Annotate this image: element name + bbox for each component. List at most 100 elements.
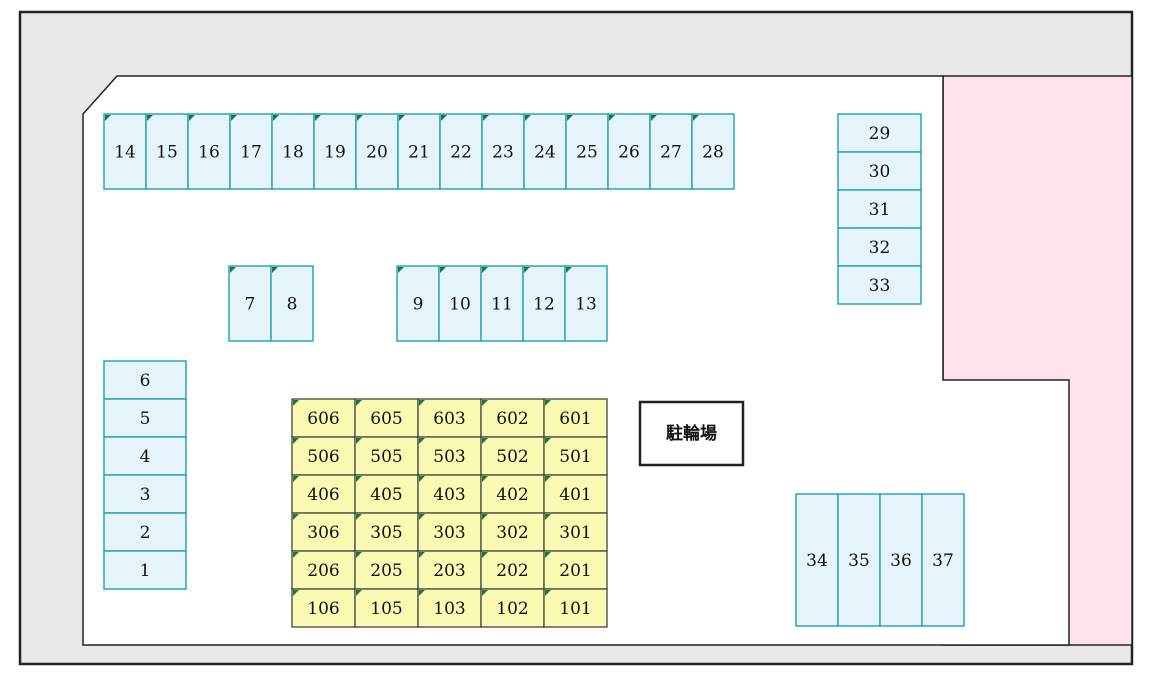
parking-space-box [438, 265, 482, 342]
bicycle-space: 503 [417, 436, 482, 476]
bicycle-space-box [291, 512, 356, 552]
bicycle-space-box [543, 474, 608, 514]
bicycle-space-number: 206 [307, 561, 339, 581]
bicycle-space-number: 405 [370, 485, 402, 505]
corner-marker [293, 400, 299, 406]
parking-space-box [565, 113, 609, 190]
bicycle-space: 201 [543, 550, 608, 590]
corner-marker [693, 115, 699, 121]
parking-space: 3 [103, 474, 187, 514]
corner-marker [482, 590, 488, 596]
bicycle-space-box [543, 398, 608, 438]
corner-marker [293, 438, 299, 444]
corner-marker [398, 267, 404, 273]
parking-space: 7 [228, 265, 272, 342]
parking-space-number: 18 [282, 143, 304, 163]
parking-space-number: 34 [806, 551, 828, 571]
corner-marker [419, 590, 425, 596]
bicycle-space-number: 201 [559, 561, 591, 581]
parking-space-number: 27 [660, 143, 682, 163]
corner-marker [293, 476, 299, 482]
bicycle-space: 603 [417, 398, 482, 438]
parking-space-number: 26 [618, 143, 640, 163]
bicycle-space-number: 303 [433, 523, 465, 543]
bicycle-space-number: 105 [370, 599, 402, 619]
bicycle-space: 506 [291, 436, 356, 476]
parking-space: 12 [522, 265, 566, 342]
corner-marker [273, 115, 279, 121]
parking-space-number: 29 [869, 124, 891, 144]
parking-space: 36 [879, 493, 923, 627]
parking-space-number: 2 [140, 523, 151, 543]
corner-marker [440, 267, 446, 273]
parking-space-number: 12 [533, 295, 555, 315]
parking-space: 19 [313, 113, 357, 190]
bicycle-space-box [291, 550, 356, 590]
parking-space: 22 [439, 113, 483, 190]
bicycle-space-number: 501 [559, 447, 591, 467]
parking-space-number: 25 [576, 143, 598, 163]
bicycle-space: 606 [291, 398, 356, 438]
bicycle-space-number: 401 [559, 485, 591, 505]
parking-space: 13 [564, 265, 608, 342]
parking-space-number: 13 [575, 295, 597, 315]
bicycle-space: 502 [480, 436, 545, 476]
parking-space-box [145, 113, 189, 190]
corner-marker [545, 514, 551, 520]
corner-marker [609, 115, 615, 121]
bicycle-space: 301 [543, 512, 608, 552]
parking-space-number: 36 [890, 551, 912, 571]
parking-space-box [564, 265, 608, 342]
bicycle-space-number: 503 [433, 447, 465, 467]
parking-space-box [396, 265, 440, 342]
parking-space-number: 15 [156, 143, 178, 163]
parking-space-box [607, 113, 651, 190]
bicycle-space: 405 [354, 474, 419, 514]
bicycle-space-number: 103 [433, 599, 465, 619]
parking-space: 29 [837, 113, 922, 153]
parking-space-number: 24 [534, 143, 556, 163]
parking-space-box [837, 113, 922, 153]
parking-space: 26 [607, 113, 651, 190]
corner-marker [567, 115, 573, 121]
bicycle-space-box [291, 436, 356, 476]
bicycle-space: 103 [417, 588, 482, 628]
parking-space-number: 30 [869, 162, 891, 182]
parking-space: 15 [145, 113, 189, 190]
corner-marker [419, 400, 425, 406]
parking-space-number: 37 [932, 551, 954, 571]
bicycle-space-number: 602 [496, 409, 528, 429]
parking-space: 31 [837, 189, 922, 229]
bicycle-space-number: 502 [496, 447, 528, 467]
bicycle-space-box [417, 512, 482, 552]
corner-marker [399, 115, 405, 121]
bicycle-parking-label: 駐輪場 [666, 423, 717, 444]
parking-space: 30 [837, 151, 922, 191]
parking-space: 18 [271, 113, 315, 190]
parking-space: 24 [523, 113, 567, 190]
corner-marker [231, 115, 237, 121]
parking-space-box [837, 493, 881, 627]
parking-space: 5 [103, 398, 187, 438]
bicycle-space-number: 603 [433, 409, 465, 429]
parking-space-box [355, 113, 399, 190]
parking-space-number: 32 [869, 238, 891, 258]
parking-space-number: 19 [324, 143, 346, 163]
parking-space: 9 [396, 265, 440, 342]
bicycle-space: 105 [354, 588, 419, 628]
corner-marker [105, 115, 111, 121]
corner-marker [419, 476, 425, 482]
corner-marker [356, 476, 362, 482]
bicycle-space-number: 506 [307, 447, 339, 467]
parking-space-box [921, 493, 965, 627]
parking-space-number: 4 [140, 447, 151, 467]
bicycle-space-number: 302 [496, 523, 528, 543]
corner-marker [545, 590, 551, 596]
corner-marker [545, 438, 551, 444]
parking-space-number: 31 [869, 200, 891, 220]
bicycle-space: 605 [354, 398, 419, 438]
parking-space-box [313, 113, 357, 190]
parking-space-number: 23 [492, 143, 514, 163]
bicycle-space: 202 [480, 550, 545, 590]
bicycle-space-number: 605 [370, 409, 402, 429]
